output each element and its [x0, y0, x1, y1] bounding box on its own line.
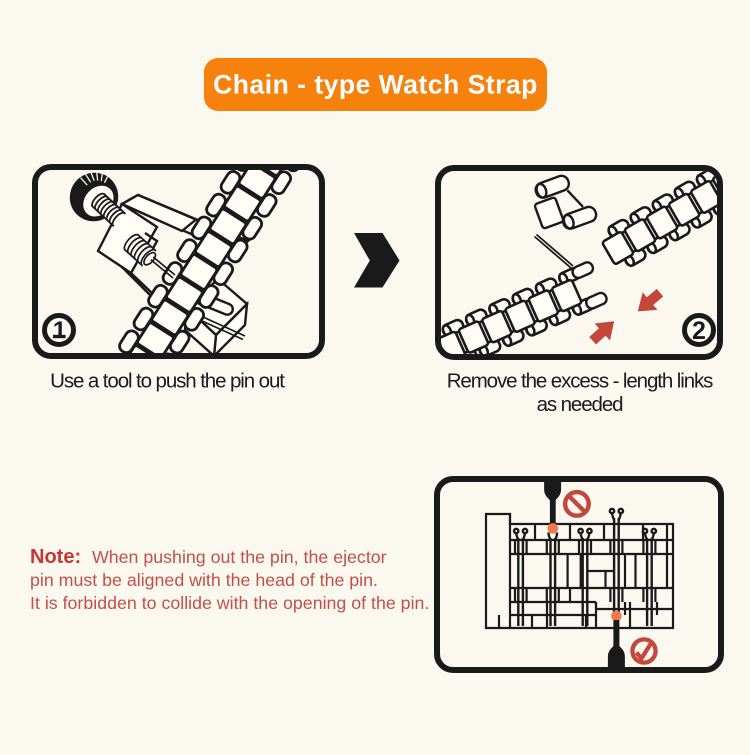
svg-text:Remove the excess - length lin: Remove the excess - length links: [447, 369, 713, 392]
svg-text:pin must be aligned with the h: pin must be aligned with the head of the…: [30, 570, 378, 590]
svg-text:Note:: Note:: [30, 546, 81, 568]
svg-text:1: 1: [53, 317, 66, 344]
svg-text:as needed: as needed: [537, 393, 624, 416]
svg-text:It is forbidden to collide wit: It is forbidden to collide with the open…: [30, 593, 429, 613]
svg-text:2: 2: [692, 317, 706, 345]
svg-text:Chain - type Watch Strap: Chain - type Watch Strap: [213, 70, 538, 100]
svg-text:When pushing out the pin, the: When pushing out the pin, the ejector: [92, 547, 387, 567]
svg-text:Use a tool to push the pin out: Use a tool to push the pin out: [50, 369, 285, 392]
